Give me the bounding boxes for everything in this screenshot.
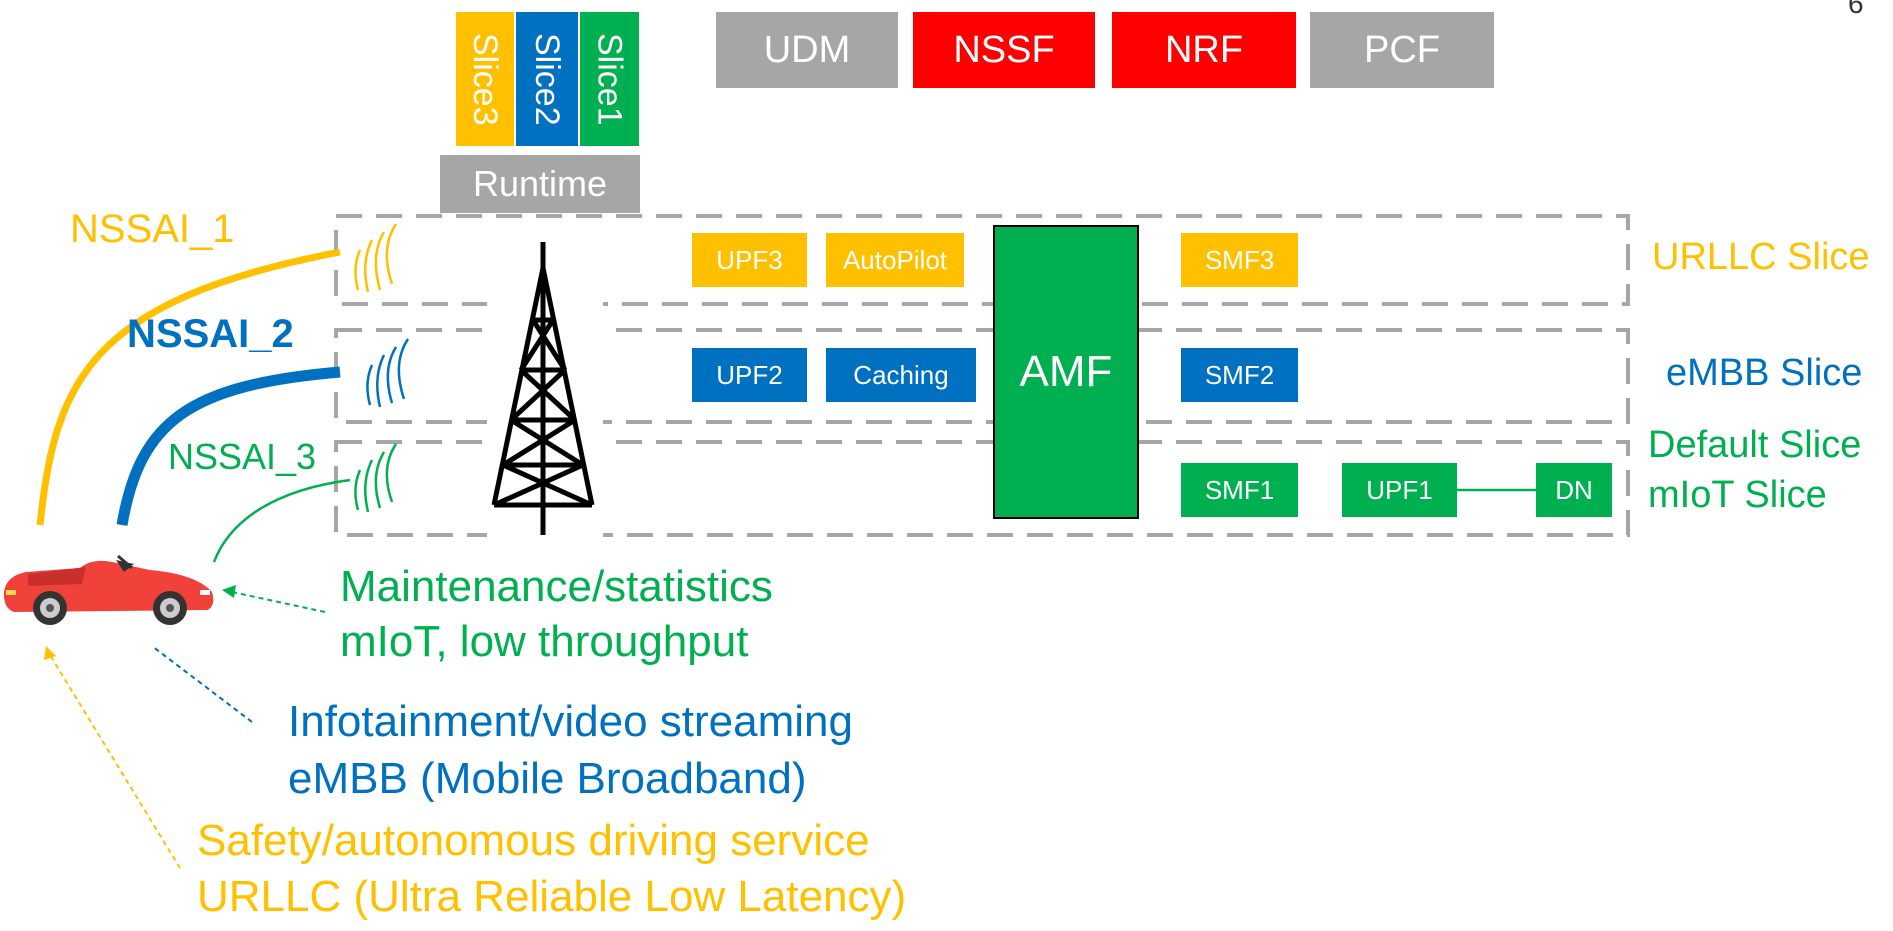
slice1-label: Slice1 — [590, 32, 629, 126]
default-slice-label: Default Slice — [1648, 424, 1862, 466]
smf3-label: SMF3 — [1204, 244, 1275, 275]
slice2-label: Slice2 — [528, 32, 566, 126]
nrf-label: NRF — [1164, 28, 1244, 71]
nssf-box: NSSF — [913, 12, 1095, 88]
nssai-2-label: NSSAI_2 — [127, 312, 294, 356]
nssai-3-link — [212, 478, 351, 563]
signal-waves-urllc-icon — [354, 223, 398, 293]
upf2-label: UPF2 — [716, 359, 783, 390]
nssf-label: NSSF — [953, 28, 1055, 71]
car-icon — [3, 554, 214, 625]
miot-service-line1: Maintenance/statistics — [340, 562, 773, 611]
upf1-label: UPF1 — [1366, 474, 1433, 505]
nssai-1-label: NSSAI_1 — [70, 207, 235, 251]
embb-service-line2: eMBB (Mobile Broadband) — [288, 754, 807, 803]
pcf-label: PCF — [1364, 28, 1440, 71]
runtime-box: Runtime — [440, 155, 640, 213]
signal-waves-embb-icon — [366, 338, 410, 408]
amf-box: AMF — [993, 225, 1139, 519]
autopilot-label: AutoPilot — [842, 244, 948, 275]
slice3-box: Slice3 — [456, 12, 514, 146]
dn-box: DN — [1536, 463, 1612, 517]
default-slice-outline — [334, 440, 1630, 537]
smf1-box: SMF1 — [1181, 463, 1298, 517]
runtime-label: Runtime — [472, 163, 608, 204]
upf3-label: UPF3 — [716, 244, 783, 275]
nssai-2-link — [116, 366, 341, 526]
urllc-slice-label: URLLC Slice — [1652, 236, 1870, 278]
autopilot-box: AutoPilot — [826, 233, 964, 287]
caching-box: Caching — [826, 348, 976, 402]
embb-slice-label: eMBB Slice — [1666, 352, 1863, 394]
nssai-1-link — [36, 248, 341, 526]
nssai-3-label: NSSAI_3 — [168, 436, 317, 477]
smf1-label: SMF1 — [1204, 474, 1275, 505]
signal-waves-default-icon — [354, 443, 398, 513]
slice3-label: Slice3 — [466, 32, 504, 126]
miot-slice-label: mIoT Slice — [1648, 474, 1827, 516]
amf-label: AMF — [1019, 347, 1113, 396]
nrf-box: NRF — [1112, 12, 1296, 88]
cell-tower-icon — [491, 242, 595, 535]
slice1-box: Slice1 — [580, 12, 639, 146]
caching-label: Caching — [853, 359, 949, 390]
urllc-service-line1: Safety/autonomous driving service — [197, 816, 870, 865]
embb-pointer — [151, 645, 253, 723]
upf2-box: UPF2 — [692, 348, 807, 402]
urllc-pointer — [44, 646, 181, 869]
slice2-box: Slice2 — [516, 12, 578, 146]
smf3-box: SMF3 — [1181, 233, 1298, 287]
urllc-service-line2: URLLC (Ultra Reliable Low Latency) — [197, 872, 907, 921]
udm-label: UDM — [763, 28, 851, 71]
miot-service-line2: mIoT, low throughput — [340, 617, 749, 666]
upf3-box: UPF3 — [692, 233, 807, 287]
upf1-box: UPF1 — [1342, 463, 1457, 517]
urllc-slice-outline — [334, 214, 1630, 306]
pcf-box: PCF — [1310, 12, 1494, 88]
udm-box: UDM — [716, 12, 898, 88]
smf2-box: SMF2 — [1181, 348, 1298, 402]
dn-label: DN — [1555, 474, 1593, 505]
embb-service-line1: Infotainment/video streaming — [288, 697, 853, 746]
page-number: 6 — [1848, 0, 1864, 19]
smf2-label: SMF2 — [1204, 359, 1275, 390]
miot-pointer — [222, 585, 326, 613]
